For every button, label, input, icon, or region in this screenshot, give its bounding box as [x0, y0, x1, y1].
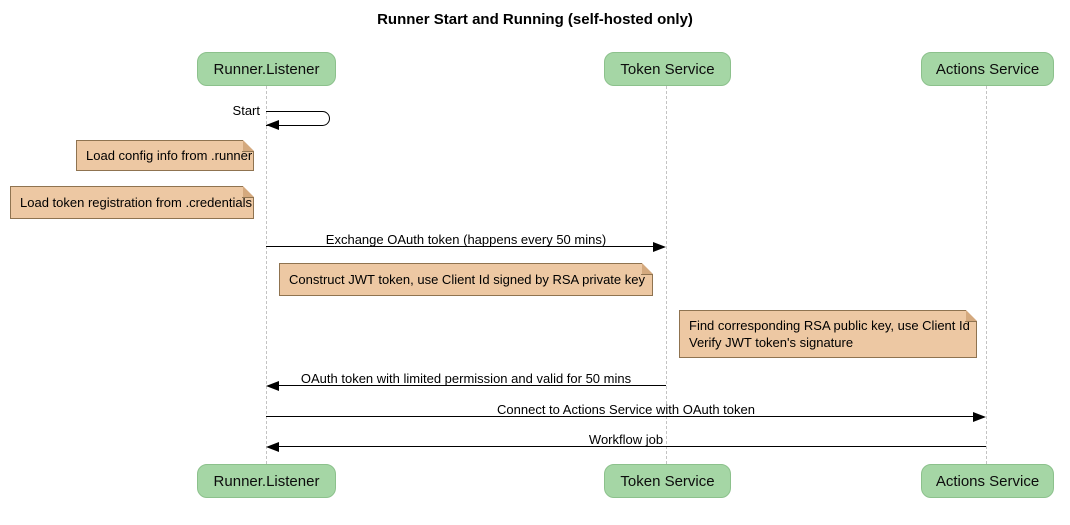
participant-label: Runner.Listener [213, 472, 320, 490]
self-message-loop [266, 111, 330, 126]
lifeline-actions-service [986, 86, 987, 464]
participant-label: Runner.Listener [213, 60, 320, 78]
note-text: Load token registration from .credential… [20, 195, 252, 210]
message-label-oauth-return: OAuth token with limited permission and … [300, 371, 632, 386]
message-label-exchange-oauth: Exchange OAuth token (happens every 50 m… [325, 232, 607, 247]
arrowhead-left-icon [266, 442, 279, 452]
participant-actions-service-top: Actions Service [921, 52, 1054, 86]
note-load-token: Load token registration from .credential… [10, 186, 254, 219]
participant-runner-listener-bottom: Runner.Listener [197, 464, 336, 498]
message-line-connect [266, 416, 976, 417]
arrowhead-left-icon [266, 381, 279, 391]
note-load-config: Load config info from .runner [76, 140, 254, 171]
note-text-line1: Find corresponding RSA public key, use C… [689, 318, 970, 333]
participant-token-service-bottom: Token Service [604, 464, 731, 498]
participant-token-service-top: Token Service [604, 52, 731, 86]
note-text: Construct JWT token, use Client Id signe… [289, 272, 645, 287]
lifeline-runner-listener [266, 86, 267, 464]
message-label-connect: Connect to Actions Service with OAuth to… [497, 402, 755, 417]
note-construct-jwt: Construct JWT token, use Client Id signe… [279, 263, 653, 296]
note-text-line2: Verify JWT token's signature [689, 335, 854, 350]
participant-label: Token Service [620, 60, 715, 78]
arrowhead-left-icon [266, 120, 279, 130]
note-text: Load config info from .runner [86, 148, 253, 163]
diagram-title: Runner Start and Running (self-hosted on… [377, 11, 693, 28]
message-line-oauth-return [278, 385, 666, 386]
message-line-workflow-job [278, 446, 986, 447]
participant-label: Actions Service [935, 60, 1040, 78]
participant-actions-service-bottom: Actions Service [921, 464, 1054, 498]
participant-runner-listener-top: Runner.Listener [197, 52, 336, 86]
message-line-exchange-oauth [266, 246, 656, 247]
lifeline-token-service [666, 86, 667, 464]
participant-label: Token Service [620, 472, 715, 490]
message-label-workflow-job: Workflow job [588, 432, 664, 447]
note-find-rsa: Find corresponding RSA public key, use C… [679, 310, 977, 358]
arrowhead-right-icon [973, 412, 986, 422]
participant-label: Actions Service [935, 472, 1040, 490]
message-label-start: Start [232, 103, 260, 118]
arrowhead-right-icon [653, 242, 666, 252]
